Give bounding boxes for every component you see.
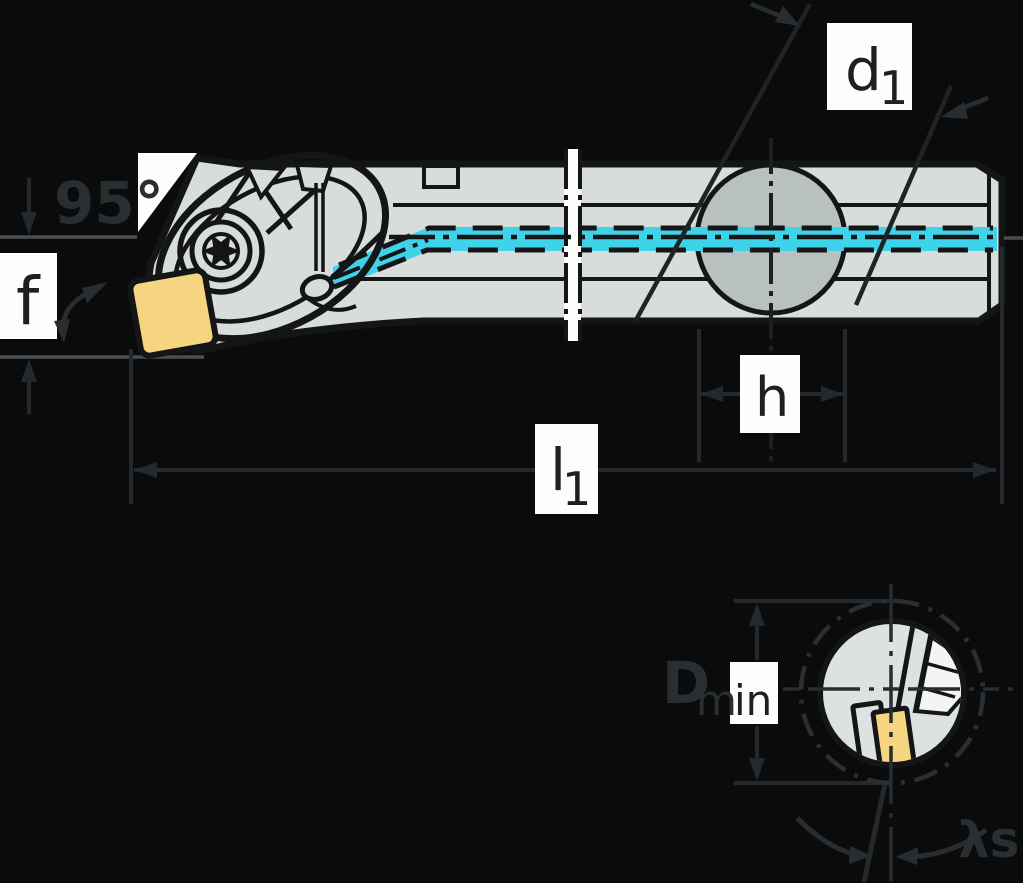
dmin-down-arrow-icon [749,758,765,781]
dimension-dmin: D m in [662,603,778,781]
d1-tangent-line-left [634,2,812,322]
dmin-up-arrow-icon [749,603,765,626]
coolant-angled-centerline [333,238,429,280]
f-label: f [16,263,41,340]
min-bore-ring [798,598,986,786]
h-arrow-left-icon [700,386,723,402]
top-notch [422,164,460,189]
dimension-lead-angle: 95° [54,169,164,343]
d1-arrow-right-icon [941,102,968,119]
clamp-foot-pad [299,274,335,302]
lambda-arrow-left-icon [849,846,872,864]
d1-arrow-left-icon [775,6,800,26]
screw-inner-circle [202,232,240,270]
l1-arrow-right-icon [973,462,996,478]
f-down-arrow-icon [21,212,37,235]
f-up-arrow-icon [21,359,37,382]
dimension-d1: d 1 [634,1,989,322]
clamp-mechanism [148,151,390,344]
d1-subscript: 1 [879,61,908,115]
coolant-upper-dashed-line [338,225,993,268]
lambda-arrow-right-icon [896,847,918,865]
torx-screw-icon [205,236,237,266]
coolant-lower-dashed-line [333,247,993,290]
coolant-channel [333,227,997,290]
h-arrow-right-icon [821,386,844,402]
f-label-box [0,253,57,339]
cutting-insert [127,267,219,359]
cross-section-view: D m in λs [662,584,1019,883]
dimension-l1: l 1 [129,247,1004,516]
l1-label: l [550,436,566,504]
dmin-label-box [730,662,778,724]
clamp-foot-hook [304,295,357,312]
dimension-f: f [0,178,57,414]
break-gap [564,149,581,341]
h-label-box [740,355,800,433]
d1-label-box [827,23,912,110]
d1-label: d [845,36,882,104]
angle-arrow-upper-icon [82,282,108,303]
dimension-h: h [697,329,847,462]
l1-subscript: 1 [562,462,591,516]
lambda-inclined-line [861,783,888,883]
lead-angle-label: 95° [54,169,164,237]
dimension-lambda-s: λs [795,783,1019,883]
lambda-arc-left [795,816,859,858]
angle-callout-wedge [138,153,197,232]
clamp-section-edge-2 [913,636,934,713]
clamp-finger-line [330,229,386,280]
dimensions: f 95° d 1 h [0,1,1004,516]
dmin-subscript-boxed: in [734,676,772,725]
l1-arrow-left-icon [134,462,157,478]
side-view [0,138,1023,461]
clamp-top-triangle [243,164,287,201]
dmin-subscript-gray: m [696,676,737,725]
l1-label-box [535,424,598,514]
clamp-front-edge-lines [314,183,325,272]
clamp-top-bracket [294,162,334,194]
d1-tangent-line-right [853,85,954,306]
lambda-arc-right [909,827,988,860]
angle-arrow-lower-icon [54,319,70,343]
screw-seat-circle [177,207,265,295]
dmin-label: D [662,649,710,717]
clamp-section-edge-1 [895,624,916,709]
lambda-s-label: λs [958,811,1019,869]
h-label: h [755,366,789,429]
